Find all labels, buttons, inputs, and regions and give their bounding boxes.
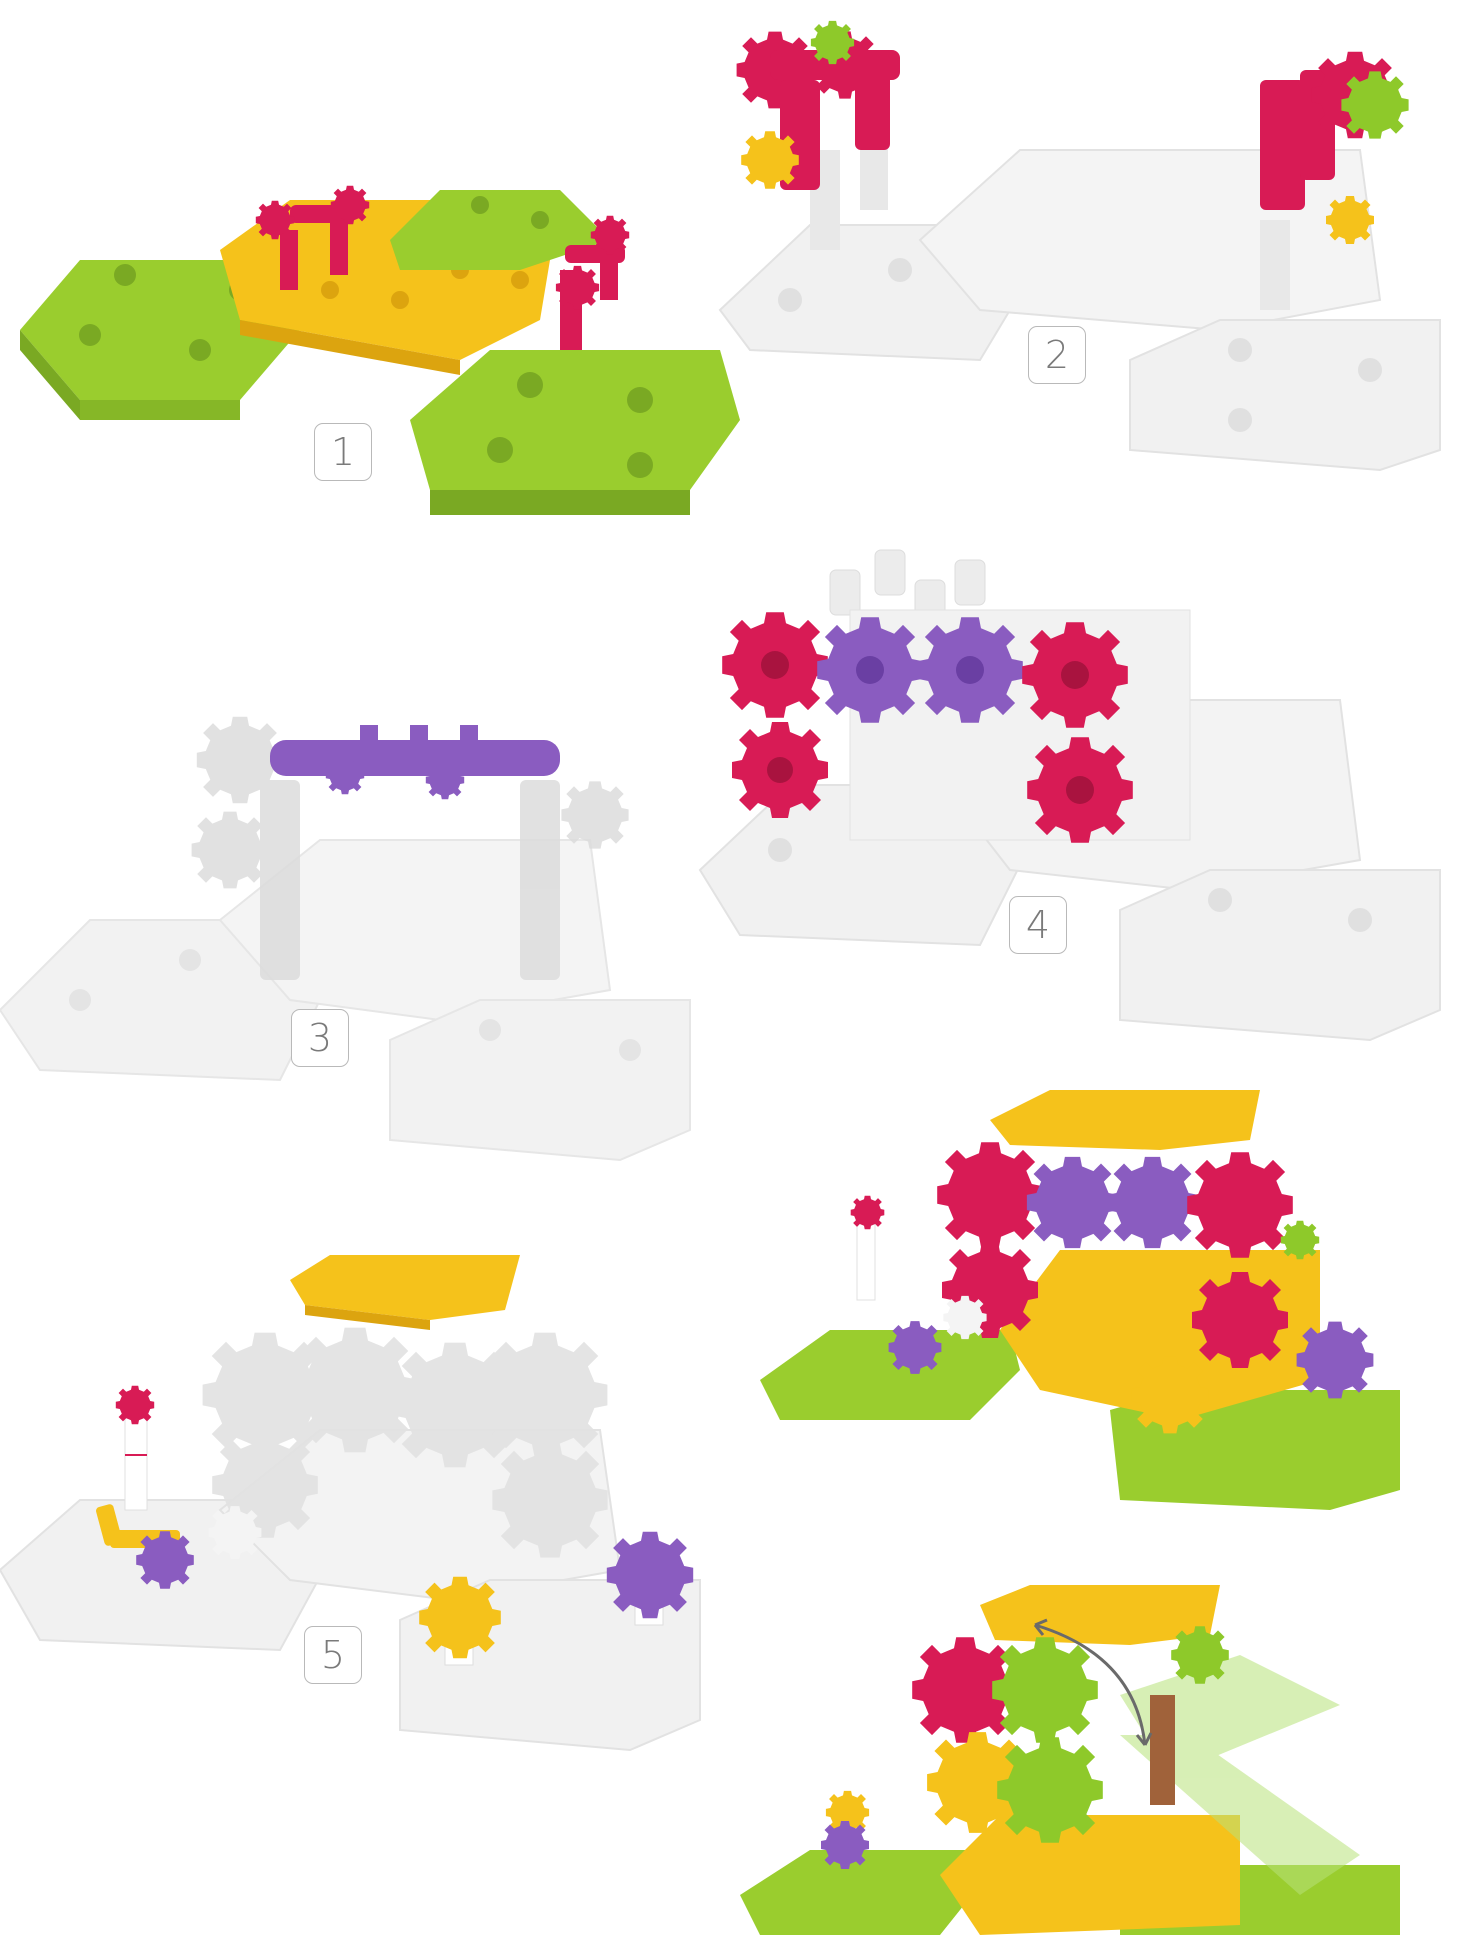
magenta-flower-post <box>851 1196 885 1300</box>
step-5-illustration <box>0 1250 720 1770</box>
yellow-roof-plate <box>990 1090 1260 1150</box>
completed-model-moving-illustration <box>740 1595 1463 1950</box>
step-number-badge: 4 <box>1009 896 1067 954</box>
ghost-base-plates <box>0 840 690 1160</box>
step-2-illustration <box>720 10 1440 480</box>
purple-standing-gear <box>1297 1322 1374 1399</box>
step-3-illustration <box>0 700 720 1180</box>
yellow-side-gear <box>1326 196 1374 244</box>
yellow-floor-plate <box>940 1815 1240 1935</box>
step-1-illustration <box>0 160 620 480</box>
purple-floor-gear <box>821 1821 869 1869</box>
white-floor-gear <box>209 1506 262 1559</box>
completed-model-illustration <box>760 1090 1460 1520</box>
yellow-standing-gear <box>1132 1357 1209 1434</box>
green-side-gear <box>1341 71 1408 138</box>
step-4-illustration <box>700 550 1460 1080</box>
yellow-gear <box>741 131 799 189</box>
purple-floor-gear <box>136 1531 194 1589</box>
step-number-badge: 3 <box>291 1009 349 1067</box>
white-base-plates <box>0 1430 700 1750</box>
white-floor-gear <box>943 1296 986 1339</box>
step-number-badge: 5 <box>304 1626 362 1684</box>
magenta-flower-post <box>116 1386 154 1510</box>
small-green-gear <box>811 21 854 64</box>
step-number-badge: 2 <box>1028 326 1086 384</box>
yellow-roof-plate <box>290 1255 520 1330</box>
step-number-badge: 1 <box>314 423 372 481</box>
purple-axle <box>270 725 560 799</box>
purple-floor-gear <box>889 1321 942 1374</box>
